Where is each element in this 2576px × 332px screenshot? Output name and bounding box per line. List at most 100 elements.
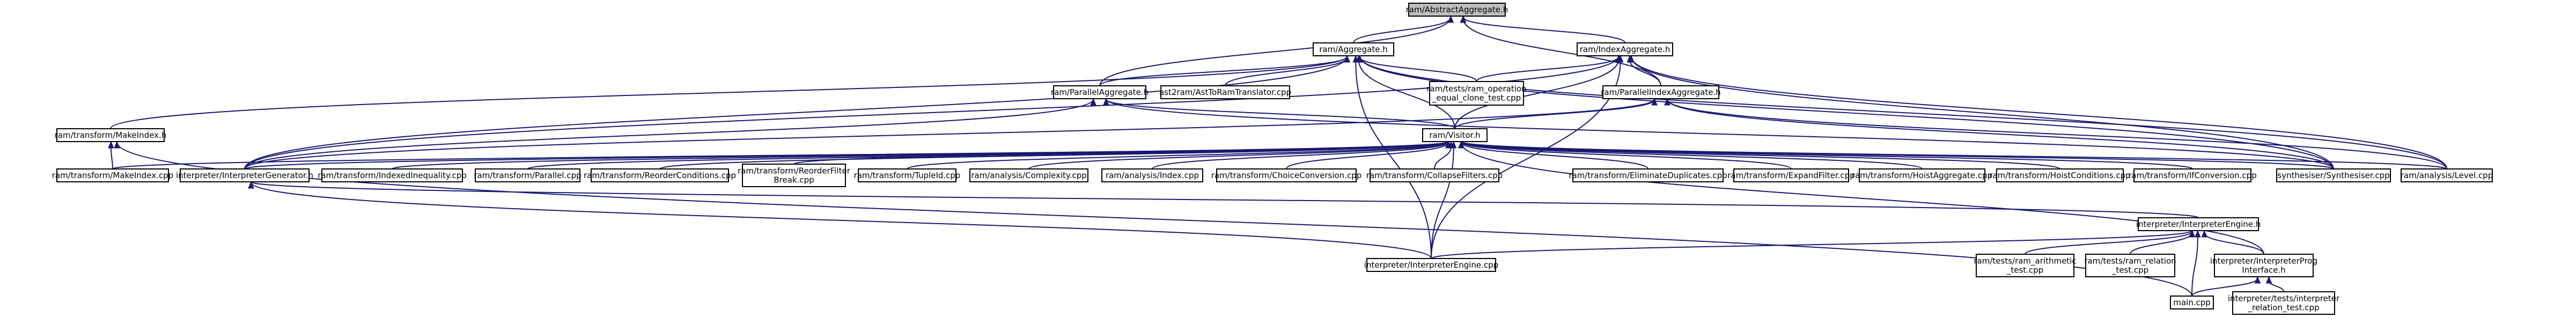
node-interp-engine-h[interactable]: interpreter/InterpreterEngine.h bbox=[2136, 217, 2261, 231]
node-label: ram/transform/HoistConditions.cpp bbox=[1989, 171, 2130, 180]
edge-line bbox=[1454, 99, 1655, 129]
arrowhead bbox=[1447, 15, 1454, 23]
node-collapse-filters[interactable]: ram/transform/CollapseFilters.cpp bbox=[1366, 168, 1503, 182]
node-box bbox=[180, 168, 310, 182]
edge-interp_generator-to-parallel_aggregate bbox=[244, 98, 1096, 169]
arrowhead bbox=[1344, 55, 1350, 63]
node-analysis-index[interactable]: ram/analysis/Index.cpp bbox=[1101, 168, 1203, 182]
node-label: ram/tests/ram_arithmetic bbox=[1974, 256, 2076, 267]
node-label: ram/transform/HoistAggregate.cpp bbox=[1852, 171, 1992, 180]
edge-interp_prog-to-visitor bbox=[1458, 141, 2264, 255]
node-hoist-conditions[interactable]: ram/transform/HoistConditions.cpp bbox=[1989, 168, 2131, 182]
node-box bbox=[2276, 168, 2391, 182]
node-label: _equal_clone_test.cpp bbox=[1432, 93, 1521, 104]
node-if-conversion[interactable]: ram/transform/IfConversion.cpp bbox=[2128, 168, 2257, 182]
node-label: synthesiser/Synthesiser.cpp bbox=[2277, 171, 2389, 180]
node-box bbox=[1572, 168, 1724, 182]
edge-interp_engine_cpp-to-aggregate bbox=[1352, 55, 1432, 259]
arrowhead bbox=[1103, 98, 1109, 106]
node-parallel-index-aggregate[interactable]: ram/ParallelIndexAggregate.h bbox=[1601, 85, 1721, 99]
node-ram-relation-test[interactable]: ram/tests/ram_relation_test.cpp bbox=[2084, 254, 2176, 277]
node-label: ast2ram/AstToRamTranslator.cpp bbox=[1159, 87, 1291, 97]
edge-line bbox=[1629, 60, 1661, 86]
edge-line bbox=[1286, 142, 1449, 169]
edge-line bbox=[793, 141, 1449, 165]
edge-line bbox=[250, 182, 1432, 259]
edge-line bbox=[1454, 58, 1620, 129]
node-label: ram/Aggregate.h bbox=[1319, 45, 1388, 54]
node-box bbox=[1733, 168, 1849, 182]
edge-line bbox=[1431, 147, 1454, 259]
node-hoist-aggregate[interactable]: ram/transform/HoistAggregate.cpp bbox=[1852, 168, 1992, 182]
node-box bbox=[2214, 254, 2314, 277]
edge-line bbox=[1460, 142, 1648, 169]
node-interp-generator[interactable]: interpreter/InterpreterGenerator.h bbox=[176, 168, 313, 182]
node-parallel-aggregate[interactable]: ram/ParallelAggregate.h bbox=[1051, 85, 1149, 99]
edge-line bbox=[1359, 57, 1477, 82]
node-aggregate[interactable]: ram/Aggregate.h bbox=[1313, 42, 1394, 56]
edge-hoist_aggregate-to-visitor bbox=[1458, 141, 1923, 169]
node-label: ram/analysis/Index.cpp bbox=[1106, 171, 1199, 180]
edge-line bbox=[110, 56, 1348, 129]
node-interp-relation-test[interactable]: interpreter/tests/interpreter_relation_t… bbox=[2228, 291, 2340, 315]
node-label: Interface.h bbox=[2242, 265, 2285, 275]
edge-line bbox=[1359, 56, 2447, 169]
node-expand-filter[interactable]: ram/transform/ExpandFilter.cpp bbox=[1727, 168, 1855, 182]
node-eliminate-duplicates[interactable]: ram/transform/EliminateDuplicates.cpp bbox=[1569, 168, 1727, 182]
node-index-aggregate[interactable]: ram/IndexAggregate.h bbox=[1577, 42, 1673, 56]
node-label: ram/transform/ReorderFilter bbox=[738, 166, 851, 176]
node-label: interpreter/InterpreterGenerator.h bbox=[176, 171, 313, 180]
node-label: ram/transform/IndexedInequality.cpp bbox=[318, 171, 467, 180]
edge-line bbox=[244, 99, 1094, 169]
edge-line bbox=[110, 147, 113, 169]
edge-parallel_aggregate-to-abstract_aggregate bbox=[1099, 15, 1454, 86]
node-interp-engine-cpp[interactable]: interpreter/InterpreterEngine.cpp bbox=[1364, 258, 1498, 272]
arrowhead bbox=[2254, 276, 2261, 284]
arrowhead bbox=[1460, 15, 1467, 23]
node-label: interpreter/InterpreterEngine.h bbox=[2136, 219, 2261, 229]
edge-line bbox=[1460, 142, 1792, 169]
arrowhead bbox=[1617, 55, 1624, 63]
node-ram-arith-test[interactable]: ram/tests/ram_arithmetic_test.cpp bbox=[1974, 254, 2077, 277]
edge-parallel_aggregate-to-aggregate bbox=[1099, 55, 1350, 86]
arrowhead bbox=[1352, 55, 1359, 63]
edge-line bbox=[1355, 62, 1432, 259]
node-make-index-h[interactable]: ram/transform/MakeIndex.h bbox=[55, 128, 167, 142]
edge-line bbox=[1476, 56, 1620, 82]
arrowhead bbox=[1458, 141, 1464, 149]
node-visitor[interactable]: ram/Visitor.h bbox=[1422, 128, 1488, 142]
node-box bbox=[56, 128, 165, 142]
node-box bbox=[1577, 42, 1673, 56]
node-label: ram/transform/ReorderConditions.cpp bbox=[584, 171, 736, 180]
node-choice-conversion[interactable]: ram/transform/ChoiceConversion.cpp bbox=[1211, 168, 1362, 182]
node-label: ram/tests/ram_relation bbox=[2084, 256, 2176, 267]
node-synthesiser[interactable]: synthesiser/Synthesiser.cpp bbox=[2276, 168, 2391, 182]
node-box bbox=[2170, 296, 2214, 309]
node-abstract-aggregate[interactable]: ram/AbstractAggregate.h bbox=[1406, 3, 1508, 17]
node-tuple-id[interactable]: ram/transform/TupleId.cpp bbox=[854, 168, 961, 182]
node-label: _test.cpp bbox=[2006, 265, 2043, 276]
arrowhead bbox=[1090, 98, 1096, 106]
node-label: ram/transform/EliminateDuplicates.cpp bbox=[1569, 171, 1727, 180]
node-level[interactable]: ram/analysis/Level.cpp bbox=[2401, 168, 2493, 182]
arrowhead bbox=[114, 141, 120, 149]
edge-interp_engine_cpp-to-visitor bbox=[1431, 141, 1457, 259]
node-label: ram/analysis/Complexity.cpp bbox=[971, 171, 1086, 180]
arrowhead bbox=[1651, 98, 1658, 106]
node-label: ram/ParallelAggregate.h bbox=[1051, 87, 1149, 97]
node-complexity[interactable]: ram/analysis/Complexity.cpp bbox=[969, 168, 1088, 182]
node-parallel-cpp[interactable]: ram/transform/Parallel.cpp bbox=[474, 168, 582, 182]
node-label: Break.cpp bbox=[774, 175, 814, 185]
node-box bbox=[321, 168, 463, 182]
node-ram-operation-test[interactable]: ram/tests/ram_operation_equal_clone_test… bbox=[1426, 81, 1527, 106]
node-label: main.cpp bbox=[2173, 298, 2211, 307]
node-reorder-conditions[interactable]: ram/transform/ReorderConditions.cpp bbox=[584, 168, 736, 182]
node-make-index-cpp[interactable]: ram/transform/MakeIndex.cpp bbox=[52, 168, 173, 182]
node-indexed-inequality[interactable]: ram/transform/IndexedInequality.cpp bbox=[318, 168, 467, 182]
node-main-cpp[interactable]: main.cpp bbox=[2170, 296, 2214, 309]
edge-ram_relation_test-to-interp_engine_h bbox=[2130, 230, 2196, 255]
node-ast2ram[interactable]: ast2ram/AstToRamTranslator.cpp bbox=[1159, 85, 1291, 99]
node-label: _test.cpp bbox=[2111, 265, 2148, 276]
